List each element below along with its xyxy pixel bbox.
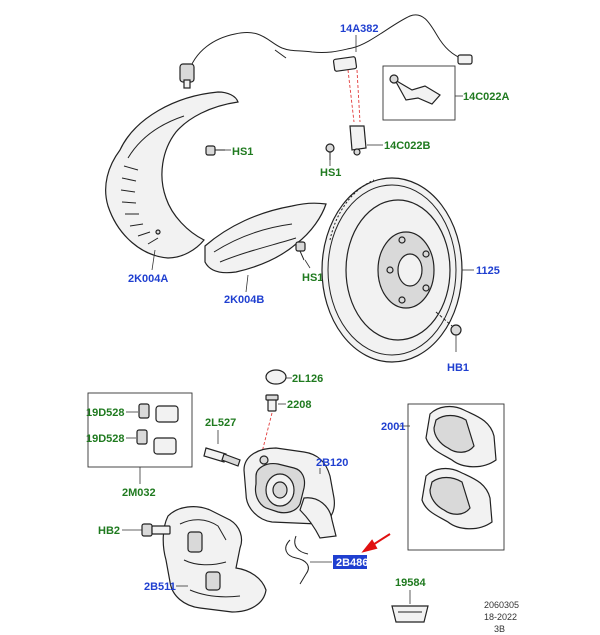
label-19D528-a: 19D528 (86, 407, 125, 419)
footer-codes: 2060305 18-2022 3B (484, 600, 519, 634)
hb2-bolt: HB2 (98, 523, 171, 537)
label-2001: 2001 (381, 421, 405, 433)
label-2M032: 2M032 (122, 487, 156, 499)
hs1-screw-b: HS1 (320, 143, 341, 179)
pads-box: 2001 (381, 403, 505, 551)
label-14A382: 14A382 (340, 23, 379, 35)
label-2208: 2208 (287, 399, 311, 411)
guide-kit-box: 19D528 19D528 2M032 (86, 392, 193, 499)
label-2B486: 2B486 (336, 557, 368, 569)
label-14C022A: 14C022A (463, 91, 510, 103)
label-hb2: HB2 (98, 525, 120, 537)
footer-sheet: 3B (494, 624, 505, 634)
clip-part: 14C022B (349, 125, 431, 156)
anti-rattle-spring: 2B486 (285, 535, 368, 585)
label-19D528-b: 19D528 (86, 433, 125, 445)
bleed-screw: 2208 (265, 394, 311, 412)
hb1-bolt: HB1 (435, 311, 469, 374)
label-hs1-c: HS1 (302, 272, 323, 284)
label-2B511: 2B511 (144, 581, 176, 593)
red-arrow (361, 533, 391, 553)
leader-red-sensor-2 (356, 69, 361, 123)
dust-cap: 2L126 (265, 369, 323, 385)
carrier: 2B511 (144, 506, 267, 613)
bracket-box: 14C022A (382, 65, 510, 121)
sensor-label: 14A382 (340, 23, 379, 52)
label-hb1: HB1 (447, 362, 469, 374)
label-2K004A: 2K004A (128, 273, 168, 285)
splash-shield-a: 2K004A (105, 91, 239, 285)
label-hs1-a: HS1 (232, 146, 253, 158)
label-1125: 1125 (476, 265, 500, 277)
highlight-2B486 (333, 555, 367, 569)
splash-shield-b: 2K004B (204, 202, 327, 306)
hs1-screw-a: HS1 (205, 145, 253, 158)
label-14C022B: 14C022B (384, 140, 431, 152)
footer-date: 18-2022 (484, 612, 517, 622)
guide-pin: 2L527 (203, 417, 241, 467)
label-hs1-b: HS1 (320, 167, 341, 179)
label-2B120: 2B120 (316, 457, 348, 469)
pad-wear-sensor: 19584 (391, 577, 429, 623)
brake-disc: 1125 (321, 177, 500, 363)
label-19584: 19584 (395, 577, 426, 589)
caliper: 2B120 (243, 447, 348, 539)
leader-red-sensor (347, 69, 355, 123)
label-2L126: 2L126 (292, 373, 323, 385)
abs-sensor-cable (179, 14, 473, 89)
hs1-screw-c: HS1 (295, 241, 323, 284)
label-2L527: 2L527 (205, 417, 236, 429)
label-2K004B: 2K004B (224, 294, 264, 306)
footer-code: 2060305 (484, 600, 519, 610)
